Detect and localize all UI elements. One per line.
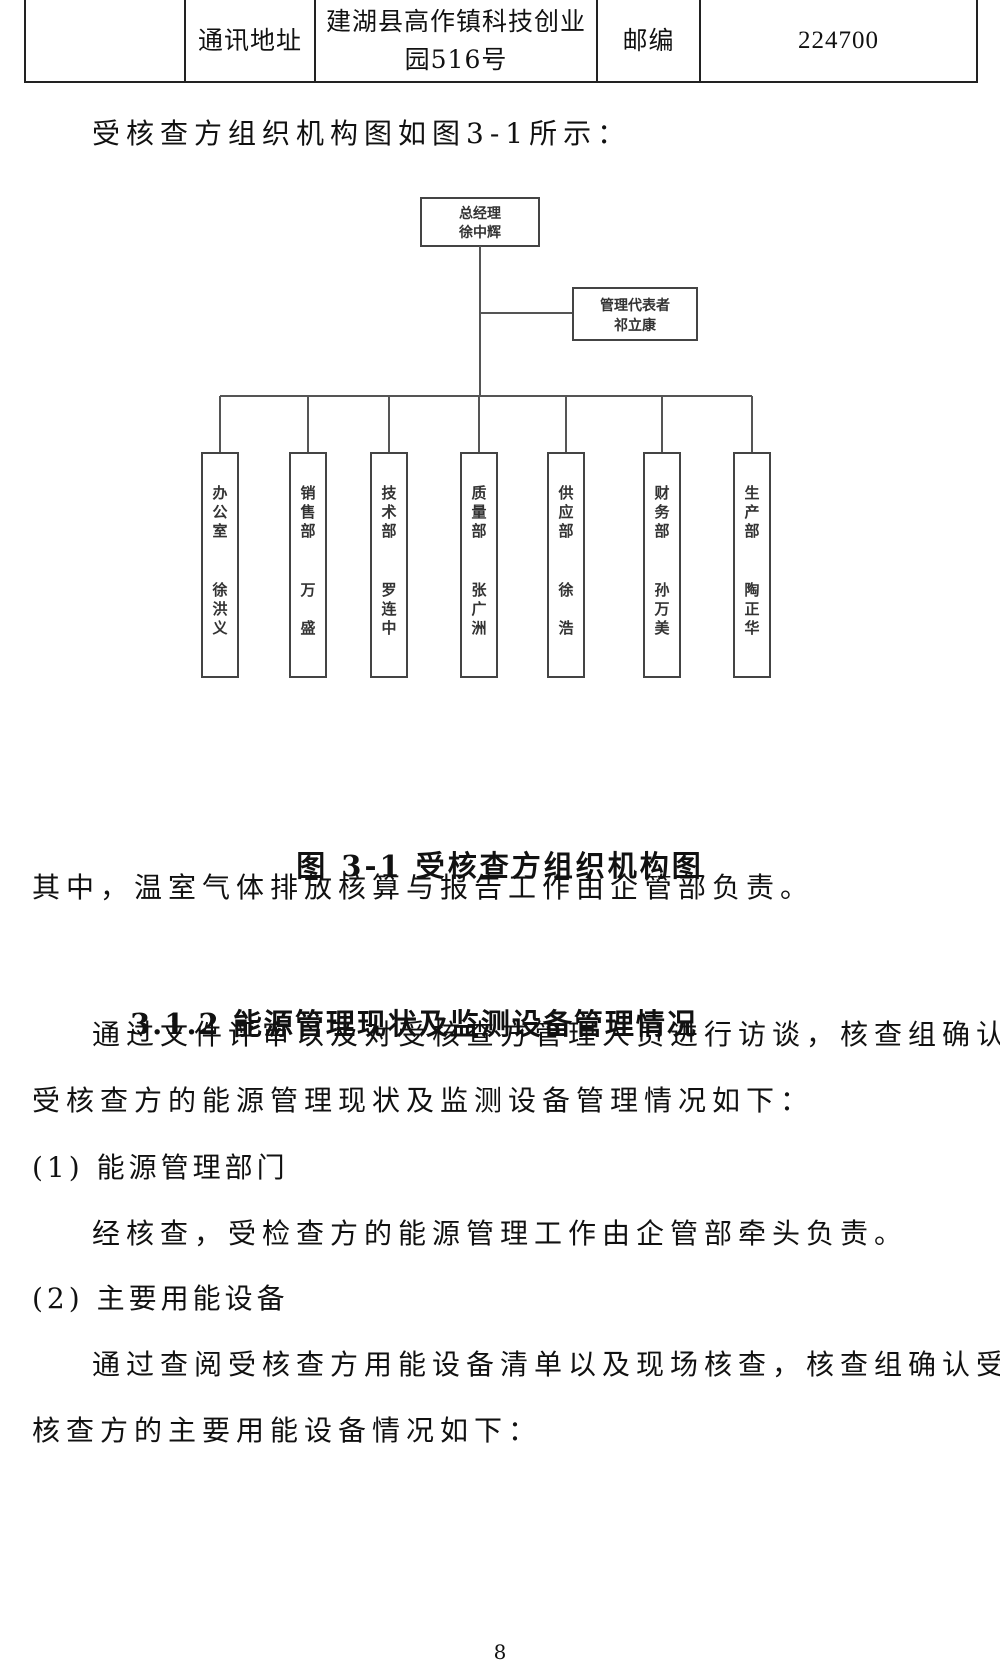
paragraph-2-line-1: 通过查阅受核查方用能设备清单以及现场核查，核查组确认受: [92, 1348, 1000, 1381]
person-name-char: 浩: [558, 619, 573, 637]
person-name-char: 义: [212, 619, 227, 637]
dept-name-char: 技: [381, 484, 397, 502]
item-1-body: 经核查，受检查方的能源管理工作由企管部牵头负责。: [92, 1217, 909, 1250]
dept-name-char: 务: [654, 503, 670, 521]
person-name-char: 孙: [654, 581, 669, 599]
person-name-char: 中: [381, 619, 396, 637]
org-chart-svg: 总经理 徐中辉 管理代表者 祁立康 办公室徐洪义销售部万盛技术部罗连中质量部张广…: [201, 197, 771, 678]
intro-text: 受核查方组织机构图如图3-1所示：: [92, 117, 632, 150]
person-name-char: 万: [653, 600, 669, 618]
page-number: 8: [493, 1640, 507, 1664]
dept-box: [547, 452, 585, 678]
dept-name-char: 售: [300, 503, 315, 521]
paragraph-2-line-2: 核查方的主要用能设备情况如下：: [32, 1414, 543, 1447]
rep-box: [572, 287, 698, 341]
person-name-char: 广: [471, 600, 486, 618]
dept-name-char: 应: [558, 503, 573, 521]
dept-name-char: 供: [557, 484, 573, 502]
dept-name-char: 部: [471, 522, 486, 540]
postcode-label: 邮编: [596, 0, 701, 83]
gm-name: 徐中辉: [458, 224, 501, 241]
org-chart: 总经理 徐中辉 管理代表者 祁立康 办公室徐洪义销售部万盛技术部罗连中质量部张广…: [0, 190, 1000, 750]
person-name-char: 罗: [381, 581, 396, 599]
address-value: 建湖县高作镇科技创业 园516号: [314, 0, 598, 83]
person-name-char: 连: [381, 600, 397, 618]
address-label: 通讯地址: [184, 0, 316, 83]
dept-name-char: 部: [558, 522, 573, 540]
person-name-char: 华: [744, 619, 759, 637]
dept-name-char: 室: [212, 522, 227, 540]
dept-box: [201, 452, 239, 678]
dept-name-char: 术: [381, 503, 396, 521]
gm-box: [420, 197, 540, 247]
person-name-char: 万: [299, 581, 315, 599]
paragraph-1-line-2: 受核查方的能源管理现状及监测设备管理情况如下：: [32, 1084, 815, 1117]
section-heading: 3.1.2 能源管理现状及监测设备管理情况: [130, 1007, 698, 1041]
paragraph-1-line-1: 通过文件评审以及对受核查方管理人员进行访谈，核查组确认: [92, 1018, 1000, 1051]
dept-name-char: 生: [744, 484, 759, 502]
dept-name-char: 部: [300, 522, 315, 540]
person-name-char: 洲: [471, 619, 486, 637]
paragraph-after-figure: 其中，温室气体排放核算与报告工作由企管部负责。: [32, 871, 815, 904]
dept-name-char: 部: [381, 522, 396, 540]
dept-name-char: 产: [744, 503, 759, 521]
dept-name-char: 财: [654, 484, 669, 502]
item-1-title: (1) 能源管理部门: [32, 1151, 289, 1184]
address-line-2: 园516号: [404, 44, 508, 74]
gm-title: 总经理: [459, 205, 501, 222]
person-name-char: 盛: [300, 619, 315, 637]
item-2-title: (2) 主要用能设备: [32, 1282, 289, 1315]
postcode-value: 224700: [699, 0, 978, 83]
dept-box: [643, 452, 681, 678]
dept-name-char: 销: [300, 484, 315, 502]
person-name-char: 正: [744, 600, 759, 618]
person-name-char: 徐: [557, 581, 573, 599]
dept-name-char: 办: [212, 484, 227, 502]
dept-name-char: 公: [212, 503, 227, 521]
person-name-char: 洪: [212, 600, 227, 618]
dept-box: [289, 452, 327, 678]
dept-box: [733, 452, 771, 678]
rep-title: 管理代表者: [600, 297, 670, 314]
figure-caption: 图 3-1 受核查方组织机构图: [296, 849, 704, 883]
person-name-char: 陶: [744, 581, 759, 599]
person-name-char: 徐: [211, 581, 227, 599]
dept-name-char: 量: [471, 503, 486, 521]
table-cell-empty: [24, 0, 186, 83]
rep-name: 祁立康: [614, 317, 657, 334]
dept-box: [370, 452, 408, 678]
person-name-char: 张: [471, 581, 487, 599]
person-name-char: 美: [654, 619, 670, 637]
info-table: 通讯地址 建湖县高作镇科技创业 园516号 邮编 224700: [24, 0, 978, 83]
dept-box: [460, 452, 498, 678]
table-row: 通讯地址 建湖县高作镇科技创业 园516号 邮编 224700: [24, 0, 978, 83]
dept-name-char: 部: [744, 522, 759, 540]
dept-name-char: 质: [471, 484, 486, 502]
dept-name-char: 部: [654, 522, 669, 540]
address-line-1: 建湖县高作镇科技创业: [325, 6, 586, 36]
